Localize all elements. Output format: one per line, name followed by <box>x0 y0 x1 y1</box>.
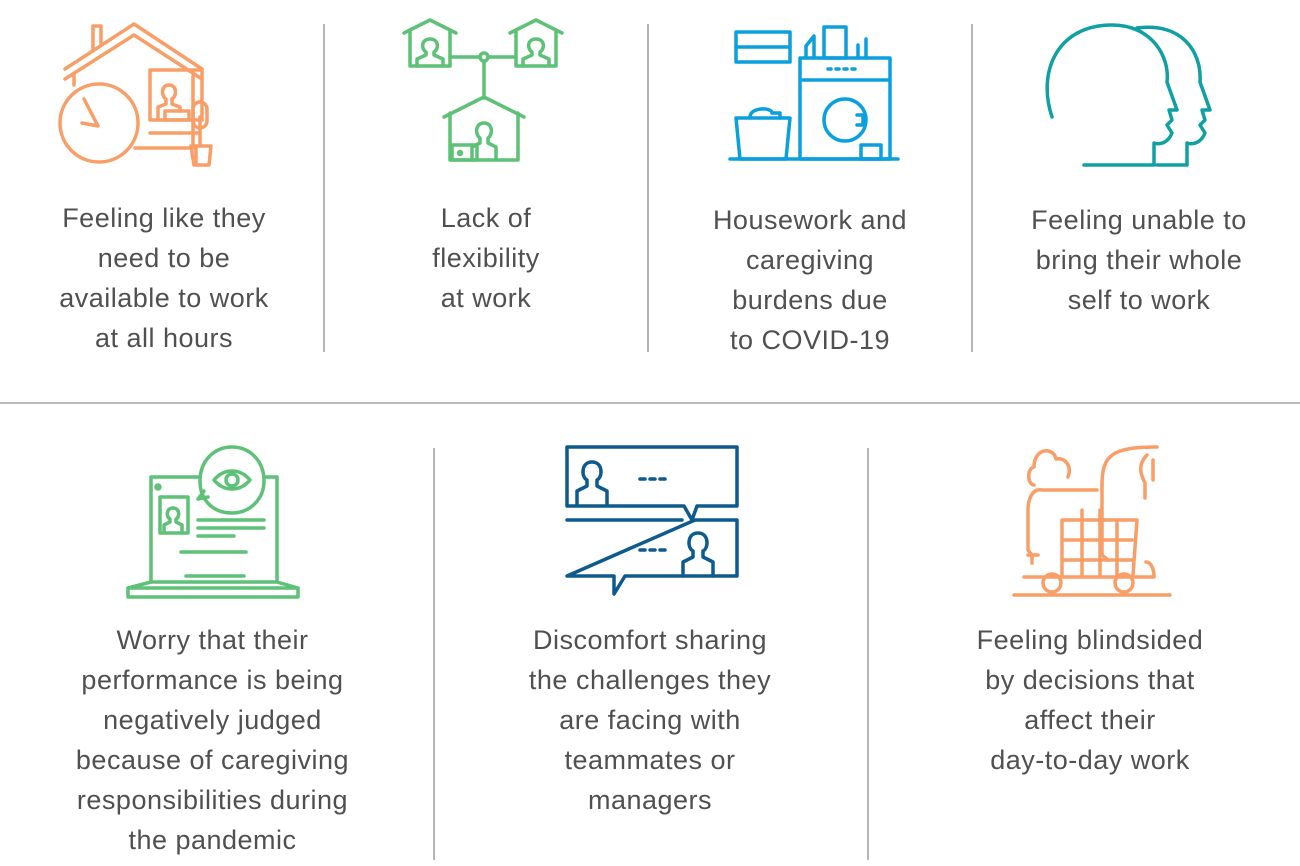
connected-homes-icon <box>402 18 564 162</box>
label-lack-flexibility: Lack of flexibility at work <box>432 203 540 313</box>
row-divider <box>0 402 1300 404</box>
label-performance-judged: Worry that their performance is being ne… <box>75 625 350 855</box>
divider <box>433 448 435 860</box>
trojan-horse-icon <box>1012 445 1172 597</box>
divider <box>867 448 869 860</box>
chat-bubbles-icon <box>565 445 739 596</box>
laundry-icon <box>728 25 900 161</box>
house-clock-icon <box>58 22 213 167</box>
laptop-eye-icon <box>126 445 300 599</box>
label-whole-self: Feeling unable to bring their whole self… <box>1031 205 1247 315</box>
divider <box>647 24 649 352</box>
two-heads-icon <box>1045 23 1212 167</box>
divider <box>323 24 325 352</box>
divider <box>971 24 973 352</box>
label-blindsided-decisions: Feeling blindsided by decisions that aff… <box>976 625 1204 775</box>
label-discomfort-sharing: Discomfort sharing the challenges they a… <box>528 625 772 815</box>
label-housework-caregiving: Housework and caregiving burdens due to … <box>712 205 908 355</box>
label-available-all-hours: Feeling like they need to be available t… <box>59 203 269 353</box>
